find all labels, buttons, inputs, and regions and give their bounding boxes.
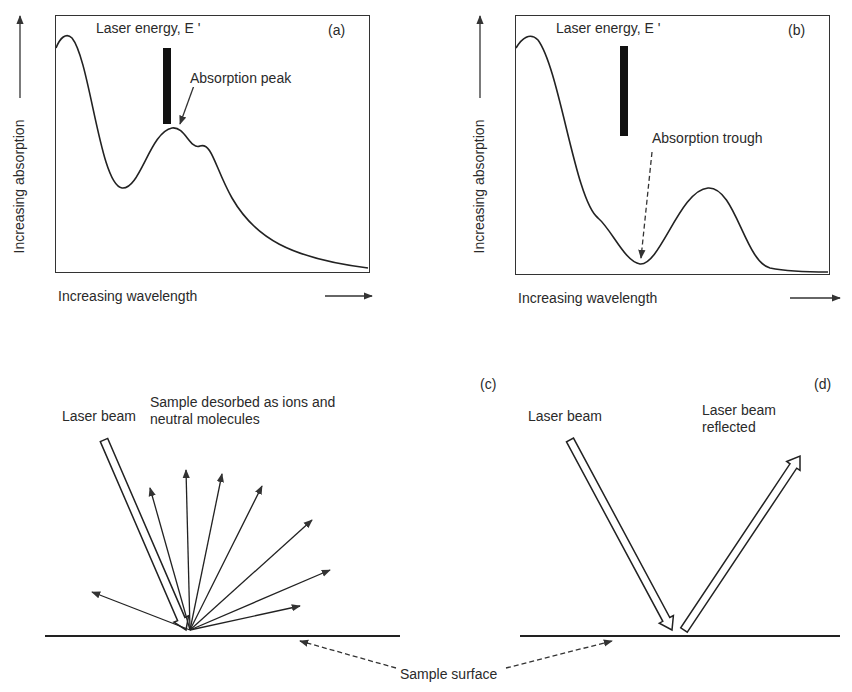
axis-arrow: [479, 16, 480, 98]
panel-letter: (c): [480, 376, 496, 393]
laser-beam: [567, 438, 674, 630]
axis-label: Increasing absorption: [472, 119, 489, 253]
absorption-curve: [516, 36, 828, 272]
beam-label: Laser beam: [528, 408, 602, 425]
axis-arrow: [19, 16, 20, 98]
desorption-ray: [190, 486, 262, 630]
laser-label: Laser energy, E ': [96, 20, 200, 37]
feature-label: Absorption trough: [652, 130, 763, 147]
panel-letter: (b): [788, 22, 805, 39]
laser-energy-bar: [620, 46, 628, 136]
laser-beam: [681, 456, 800, 632]
laser-beam: [100, 438, 188, 630]
axis-label: Increasing wavelength: [58, 288, 197, 305]
sample-surface: [520, 635, 840, 637]
axis-arrow: [325, 295, 372, 296]
surface-label: Sample surface: [400, 666, 497, 683]
spectrum-frame: Laser energy, E ' (a) Absorption peak: [55, 15, 370, 273]
beam-label: Laser beam reflected: [702, 402, 792, 436]
spectrum-frame: Laser energy, E ' (b) Absorption trough: [515, 15, 830, 275]
leader-arrow: [506, 641, 612, 668]
desorption-ray: [150, 488, 190, 630]
laser-energy-bar: [163, 48, 171, 124]
pointer-arrow: [641, 152, 652, 258]
feature-label: Absorption peak: [190, 70, 291, 87]
absorption-curve: [56, 36, 368, 268]
panel-letter: (a): [328, 22, 345, 39]
desorption-ray: [92, 592, 190, 630]
desorption-label: Sample desorbed as ions and neutral mole…: [150, 394, 350, 428]
panel-letter: (d): [814, 376, 831, 393]
axis-label: Increasing wavelength: [518, 290, 657, 307]
desorption-ray: [190, 520, 312, 630]
laser-label: Laser energy, E ': [556, 20, 660, 37]
axis-arrow: [790, 297, 840, 298]
leader-arrow: [300, 641, 396, 668]
desorption-ray: [190, 570, 330, 630]
beam-label: Laser beam: [62, 408, 136, 425]
desorption-ray: [190, 606, 300, 630]
desorption-ray: [186, 470, 190, 630]
sample-surface: [45, 635, 400, 637]
desorption-ray: [190, 474, 222, 630]
axis-label: Increasing absorption: [12, 119, 29, 253]
